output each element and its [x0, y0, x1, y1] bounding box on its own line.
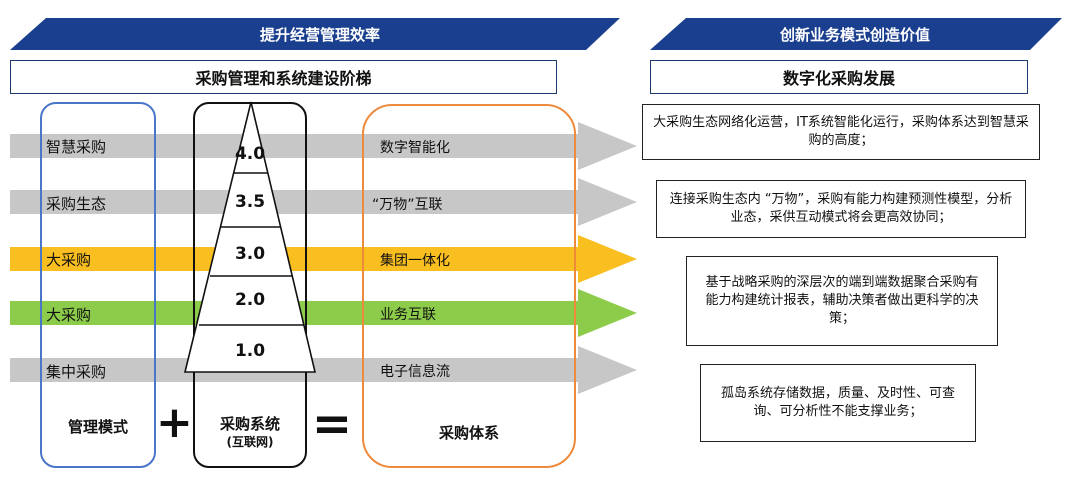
pyramid-outline	[183, 101, 317, 373]
procurement-structure-label: 采购体系	[438, 424, 499, 442]
description-text-4: 孤岛系统存储数据，质量、及时性、可查询、可分析性不能支撑业务；	[721, 386, 956, 419]
row-arrow-5	[10, 346, 637, 394]
mode-label-4: 大采购	[46, 306, 92, 324]
description-text-3: 基于战略采购的深层次的端到端数据聚合采购有能力构建统计报表，辅助决策者做出更科学…	[705, 275, 979, 326]
row-arrow-3	[10, 235, 637, 283]
row-arrow-1	[10, 122, 637, 170]
plus-sign: +	[156, 397, 193, 448]
stage-label-2: “万物”互联	[372, 197, 443, 213]
tier-label-3-5: 3.5	[234, 192, 266, 212]
description-text-2: 连接采购生态内 “万物”，采购有能力构建预测性模型，分析业态，采供互动模式将会更…	[669, 192, 1013, 225]
description-text-1: 大采购生态网络化运营，IT系统智能化运行，采购体系达到智慧采购的高度；	[653, 115, 1029, 148]
left-subhead: 采购管理和系统建设阶梯	[10, 60, 557, 94]
pyramid	[183, 101, 317, 373]
stage-label-5: 电子信息流	[380, 364, 450, 380]
equals-sign: =	[311, 396, 353, 452]
description-box-2: 连接采购生态内 “万物”，采购有能力构建预测性模型，分析业态，采供互动模式将会更…	[656, 180, 1026, 238]
stage-label-3: 集团一体化	[380, 253, 450, 269]
procurement-system-label: 采购系统	[219, 415, 280, 433]
tier-label-3-0: 3.0	[234, 244, 266, 264]
banner-shapes	[10, 18, 1062, 50]
row-arrows	[10, 122, 637, 394]
left-banner-shape	[10, 18, 620, 50]
stage-label-1: 数字智能化	[380, 140, 450, 156]
management-mode-label: 管理模式	[67, 418, 128, 436]
mode-label-3: 大采购	[46, 251, 92, 269]
internet-sublabel: (互联网)	[226, 435, 274, 449]
description-box-1: 大采购生态网络化运营，IT系统智能化运行，采购体系达到智慧采购的高度；	[642, 104, 1040, 160]
tier-label-4-0: 4.0	[234, 144, 266, 164]
right-banner-title: 创新业务模式创造价值	[779, 25, 930, 44]
description-box-3: 基于战略采购的深层次的端到端数据聚合采购有能力构建统计报表，辅助决策者做出更科学…	[686, 256, 998, 346]
stage-label-4: 业务互联	[380, 307, 436, 323]
mode-label-2: 采购生态	[46, 195, 107, 213]
right-banner-shape	[650, 18, 1062, 50]
mode-label-1: 智慧采购	[46, 138, 107, 156]
procurement-structure-box	[362, 104, 576, 468]
management-mode-box	[40, 102, 156, 468]
tier-label-2-0: 2.0	[234, 290, 266, 310]
tier-label-1-0: 1.0	[234, 341, 266, 361]
row-arrow-4	[10, 289, 637, 337]
description-box-4: 孤岛系统存储数据，质量、及时性、可查询、可分析性不能支撑业务；	[700, 364, 976, 442]
left-banner-title: 提升经营管理效率	[259, 25, 380, 44]
right-subhead: 数字化采购发展	[650, 60, 1028, 94]
mode-label-5: 集中采购	[46, 363, 107, 381]
row-arrow-2	[10, 178, 637, 226]
